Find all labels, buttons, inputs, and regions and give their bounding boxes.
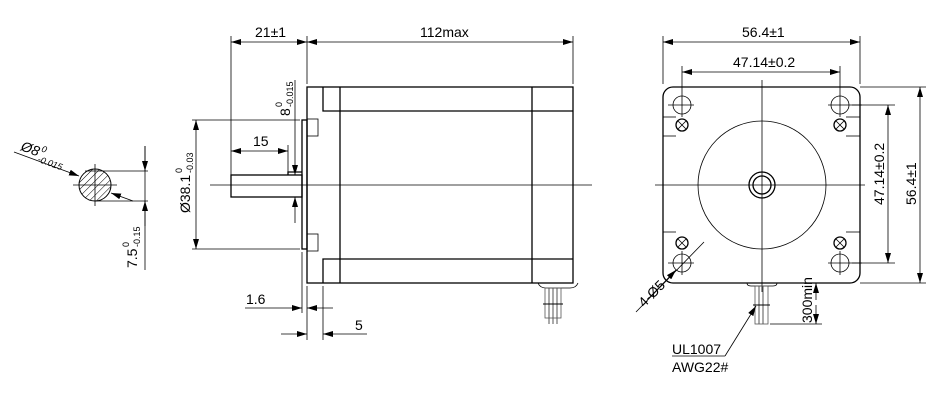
flat-length-dim: 15 [253, 133, 269, 149]
shaft-section-view: Ø8 0 -0.015 7.5 0 -0.15 [13, 137, 148, 270]
lead-wires [543, 287, 563, 324]
shaft-length-dim: 21±1 [255, 24, 286, 40]
section-diameter-label: Ø8 [18, 137, 42, 159]
flange-thickness-dim: 5 [355, 317, 363, 333]
tol-lower: -0.015 [36, 154, 64, 172]
motor-side-view: 21±1 112max 15 8 0 -0.015 Ø38.1 0 -0.03 … [174, 24, 592, 340]
flange-width-dim: 56.4±1 [742, 24, 785, 40]
mounting-holes [668, 66, 862, 275]
wire-gauge-label: AWG22# [672, 359, 728, 375]
shaft [230, 174, 303, 198]
tol-lower: -0.015 [285, 81, 295, 107]
pilot-flange [301, 119, 308, 250]
tol-lower: -0.03 [185, 152, 195, 173]
tol-lower: -0.15 [132, 226, 142, 247]
lead-wires [753, 285, 770, 325]
hole-callout: 4-Ø5 [635, 277, 668, 310]
lead-length-dim: 300min [799, 277, 815, 323]
wire-type-label: UL1007 [672, 341, 721, 357]
pilot-diameter-dim: Ø38.1 [177, 175, 193, 213]
pilot-depth-dim: 1.6 [246, 291, 266, 307]
shaft-diameter-dim: 8 [277, 108, 293, 116]
hole-spacing-horizontal-dim: 47.14±0.2 [733, 54, 795, 70]
tol-upper: 0 [174, 168, 184, 173]
tol-upper: 0 [40, 144, 48, 155]
hole-spacing-vertical-dim: 47.14±0.2 [871, 143, 887, 205]
body-length-dim: 112max [420, 24, 469, 40]
tol-upper: 0 [274, 102, 284, 107]
motor-front-view: 56.4±1 47.14±0.2 47.14±0.2 56.4±1 4-Ø5 3… [635, 24, 926, 375]
flange-height-dim: 56.4±1 [903, 162, 919, 205]
tol-upper: 0 [121, 242, 131, 247]
flat-dimension-label: 7.5 [124, 248, 140, 268]
screws [663, 116, 860, 250]
